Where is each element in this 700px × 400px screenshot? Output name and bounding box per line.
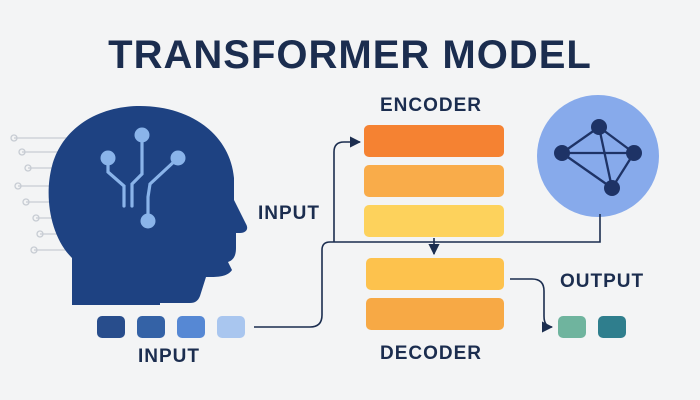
input-token [177, 316, 205, 338]
input-token [217, 316, 245, 338]
connectors [254, 136, 601, 333]
output-label: OUTPUT [560, 271, 645, 292]
decoder-label: DECODER [380, 343, 483, 364]
output-token [598, 316, 626, 338]
decoder-layer [366, 298, 504, 330]
decoder-to-output-arrow [510, 278, 554, 333]
encoder-layer [364, 125, 504, 157]
encoder-label: ENCODER [380, 95, 483, 116]
output-token [558, 316, 586, 338]
decoder-layer [366, 258, 504, 290]
input-to-encoder-arrow [254, 214, 601, 328]
input-token [97, 316, 125, 338]
encoder-layer [364, 165, 504, 197]
input-label-middle: INPUT [258, 203, 320, 224]
encoder-stack [364, 125, 504, 237]
neural-network-icon [537, 95, 659, 217]
input-up-arrow [333, 136, 362, 242]
input-token [137, 316, 165, 338]
encoder-layer [364, 205, 504, 237]
input-label-bottom: INPUT [138, 346, 200, 367]
circuit-icon [100, 127, 186, 229]
page-title: TRANSFORMER MODEL [108, 33, 592, 77]
decoder-stack [366, 258, 504, 330]
